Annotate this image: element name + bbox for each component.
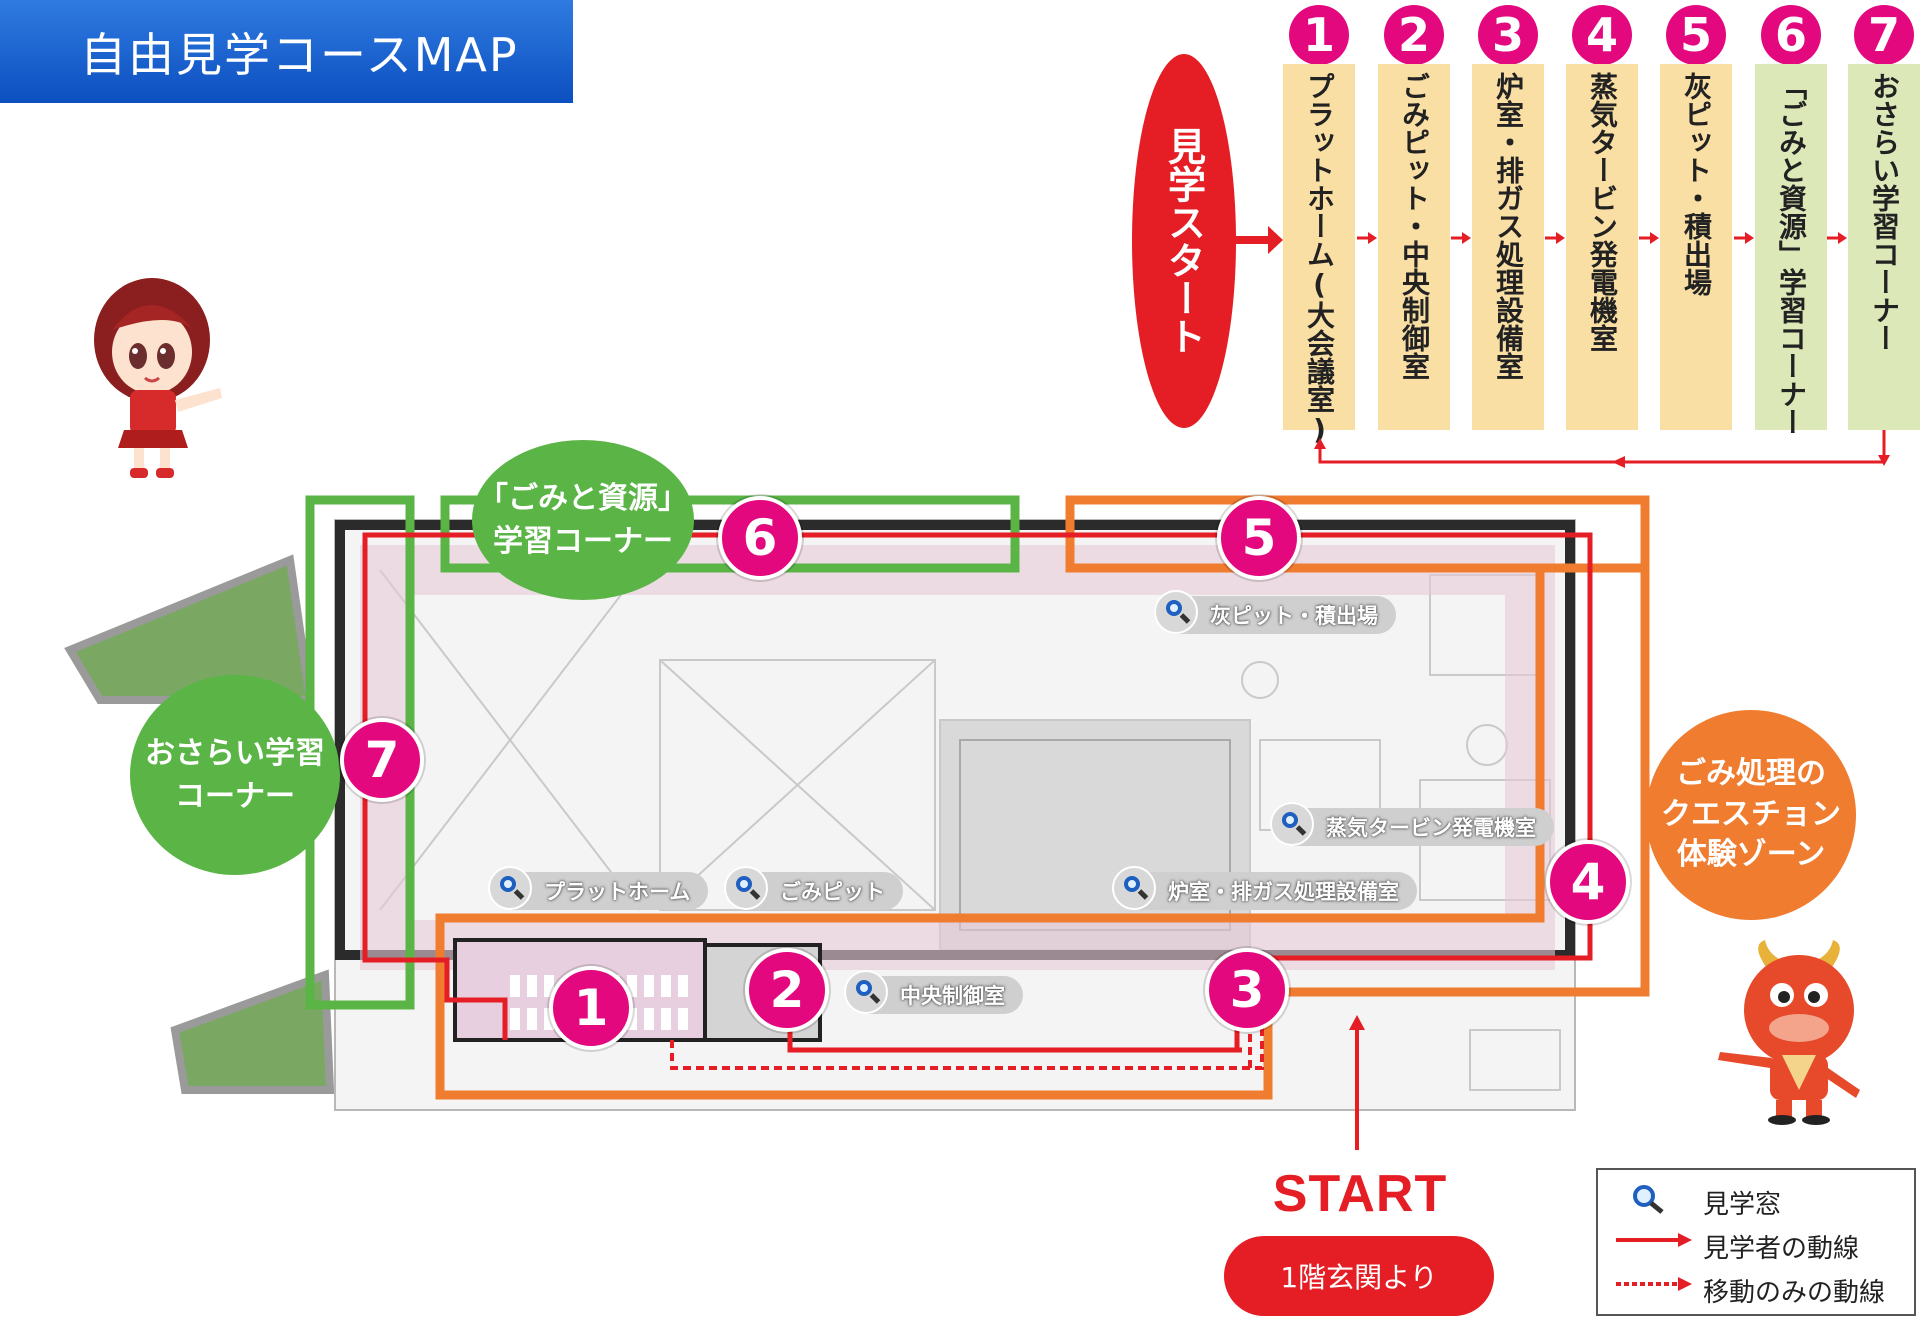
window-tag-ash: 灰ピット・積出場 [1154, 590, 1396, 634]
legend: 見学窓 見学者の動線 移動のみの動線 [1596, 1168, 1916, 1316]
legend-window-label: 見学窓 [1703, 1190, 1782, 1220]
step-number: 7 [1854, 5, 1914, 65]
map-pin-4: 4 [1546, 840, 1630, 924]
step-label: プラットホーム(大会議室) [1283, 64, 1355, 446]
magnifier-icon [1154, 590, 1198, 634]
magnifier-icon [488, 866, 532, 910]
left-wing-top [64, 554, 315, 704]
window-tag-furnace: 炉室・排ガス処理設備室 [1112, 866, 1417, 910]
legend-move-label: 移動のみの動線 [1703, 1278, 1886, 1308]
orange-zone-outline [435, 500, 1650, 1100]
tour-start-oval: 見学スタート [1132, 54, 1236, 428]
tour-start-label: 見学スタート [1161, 127, 1206, 355]
entrance-pill: 1階玄関より [1224, 1236, 1494, 1316]
dashed-arrow-icon [1616, 1277, 1692, 1291]
corner-gomi-circle: 「ごみと資源」 学習コーナー [472, 440, 694, 600]
step-label: 蒸気タービン発電機室 [1566, 64, 1638, 430]
window-tag-turbine: 蒸気タービン発電機室 [1270, 802, 1554, 846]
step-number: 5 [1666, 5, 1726, 65]
window-tag-control: 中央制御室 [844, 970, 1023, 1014]
corner-osarai-circle: おさらい学習 コーナー [130, 675, 340, 875]
magnifier-icon [1112, 866, 1156, 910]
legend-row-route: 見学者の動線 [1598, 1224, 1914, 1264]
step-label: ごみピット・中央制御室 [1378, 64, 1450, 430]
step-number: 6 [1761, 5, 1821, 65]
solid-arrow-icon [1616, 1233, 1692, 1247]
page-title: 自由見学コースMAP [0, 0, 573, 103]
interior-lines [379, 569, 1561, 1091]
step-number: 3 [1478, 5, 1538, 65]
map-pin-3: 3 [1205, 948, 1289, 1032]
legend-route-label: 見学者の動線 [1703, 1234, 1860, 1264]
map-pin-7: 7 [340, 718, 424, 802]
move-only-route [670, 1020, 1264, 1070]
step-label: 灰ピット・積出場 [1660, 64, 1732, 430]
magnifier-icon [1270, 802, 1314, 846]
map-pin-5: 5 [1217, 496, 1301, 580]
map-pin-6: 6 [718, 496, 802, 580]
step-label: おさらい学習コーナー [1848, 64, 1920, 430]
start-label: START [1272, 1165, 1448, 1223]
left-wing-bottom [170, 969, 335, 1094]
legend-row-window: 見学窓 [1598, 1180, 1914, 1220]
character-mascot [1718, 940, 1860, 1125]
map-pin-1: 1 [549, 966, 633, 1050]
question-zone-circle: ごみ処理の クエスチョン 体験ゾーン [1646, 710, 1856, 920]
step-number: 4 [1572, 5, 1632, 65]
step-number: 1 [1289, 5, 1349, 65]
magnifier-icon [1633, 1185, 1664, 1214]
step-number: 2 [1384, 5, 1444, 65]
girl-mascot [94, 278, 222, 478]
step-label: 炉室・排ガス処理設備室 [1472, 64, 1544, 430]
legend-row-move: 移動のみの動線 [1598, 1268, 1914, 1308]
magnifier-icon [724, 866, 768, 910]
window-tag-platform: プラットホーム [488, 866, 709, 910]
map-pin-2: 2 [745, 948, 829, 1032]
magnifier-icon [844, 970, 888, 1014]
visitor-route [362, 532, 1593, 1053]
step-label: 「ごみと資源」学習コーナー [1755, 64, 1827, 436]
window-tag-pit: ごみピット [724, 866, 903, 910]
